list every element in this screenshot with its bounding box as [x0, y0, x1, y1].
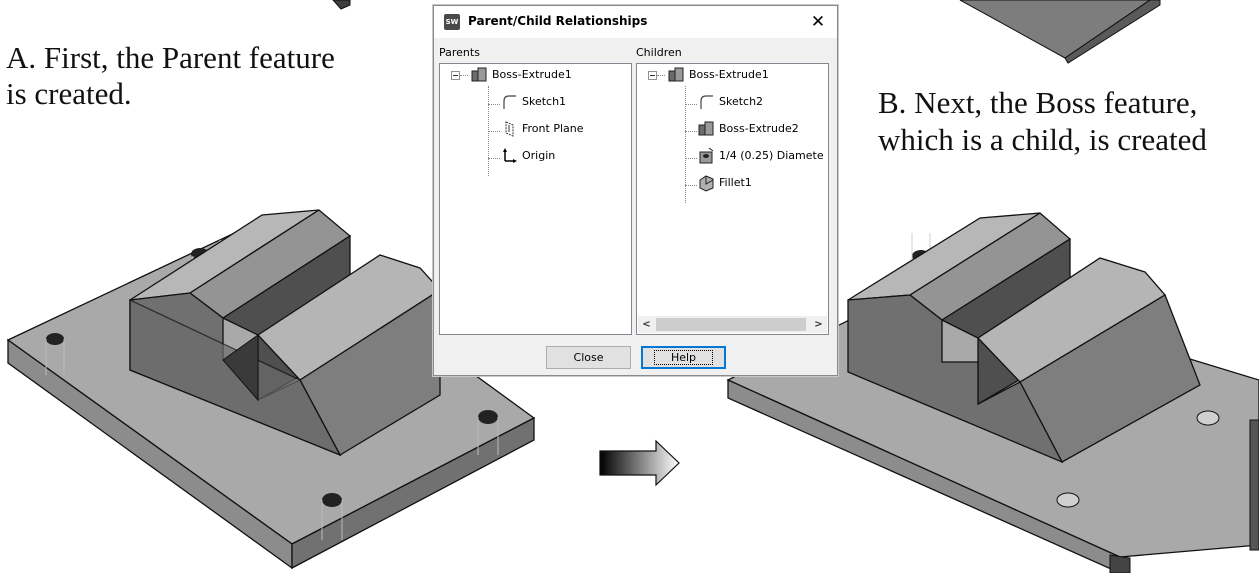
left-part: [6, 209, 536, 570]
caption-a-line1: A. First, the Parent feature: [6, 40, 335, 75]
caption-b-line1: B. Next, the Boss feature,: [878, 85, 1198, 120]
tree-item-label[interactable]: 1/4 (0.25) Diamete: [719, 149, 824, 162]
dialog-title: Parent/Child Relationships: [468, 14, 648, 28]
tree-item-label[interactable]: Boss-Extrude1: [492, 68, 572, 81]
tree-item-label[interactable]: Boss-Extrude2: [719, 122, 799, 135]
right-part: [726, 212, 1259, 573]
scroll-left-icon[interactable]: <: [642, 319, 651, 330]
close-icon[interactable]: ✕: [810, 12, 826, 32]
caption-a-line2: is created.: [6, 76, 132, 111]
scroll-thumb[interactable]: [656, 318, 806, 331]
right-part-fragment: [959, 0, 1161, 64]
tree-item-label[interactable]: Boss-Extrude1: [689, 68, 769, 81]
horizontal-scrollbar[interactable]: < >: [638, 316, 827, 333]
tree-item-label[interactable]: Fillet1: [719, 176, 752, 189]
scroll-right-icon[interactable]: >: [814, 319, 823, 330]
hole-wizard-icon: [699, 147, 714, 164]
parents-label: Parents: [439, 46, 480, 59]
collapse-icon[interactable]: [648, 71, 657, 80]
children-tree[interactable]: Boss-Extrude1 Sketch2 Boss-Extrude2 1/4 …: [636, 63, 829, 335]
parent-child-dialog: SW Parent/Child Relationships ✕ Parents …: [433, 5, 838, 376]
collapse-icon[interactable]: [451, 71, 460, 80]
tree-item-label[interactable]: Sketch2: [719, 95, 764, 108]
sketch-icon: [503, 95, 516, 109]
fillet-icon: [699, 175, 714, 192]
transition-arrow-icon: [599, 439, 680, 487]
help-button[interactable]: Help: [641, 346, 726, 369]
dialog-titlebar[interactable]: SW Parent/Child Relationships ✕: [434, 6, 837, 38]
tree-item-label[interactable]: Origin: [522, 149, 556, 162]
plane-icon: [505, 121, 514, 137]
tree-item-label[interactable]: Front Plane: [522, 122, 584, 135]
parents-tree[interactable]: Boss-Extrude1 Sketch1 Front Plane Origin: [439, 63, 632, 335]
left-part-fragment: [332, 0, 351, 10]
close-button[interactable]: Close: [546, 346, 631, 369]
tree-item-label[interactable]: Sketch1: [522, 95, 567, 108]
origin-icon: [503, 148, 517, 163]
help-button-label: Help: [670, 351, 697, 364]
caption-b-line2: which is a child, is created: [878, 122, 1207, 157]
solidworks-app-icon: SW: [444, 14, 460, 30]
boss-extrude-icon: [698, 121, 714, 136]
close-button-label: Close: [573, 351, 604, 364]
boss-extrude-icon: [668, 67, 684, 82]
boss-extrude-icon: [471, 67, 487, 82]
children-label: Children: [636, 46, 682, 59]
sketch-icon: [700, 95, 713, 109]
